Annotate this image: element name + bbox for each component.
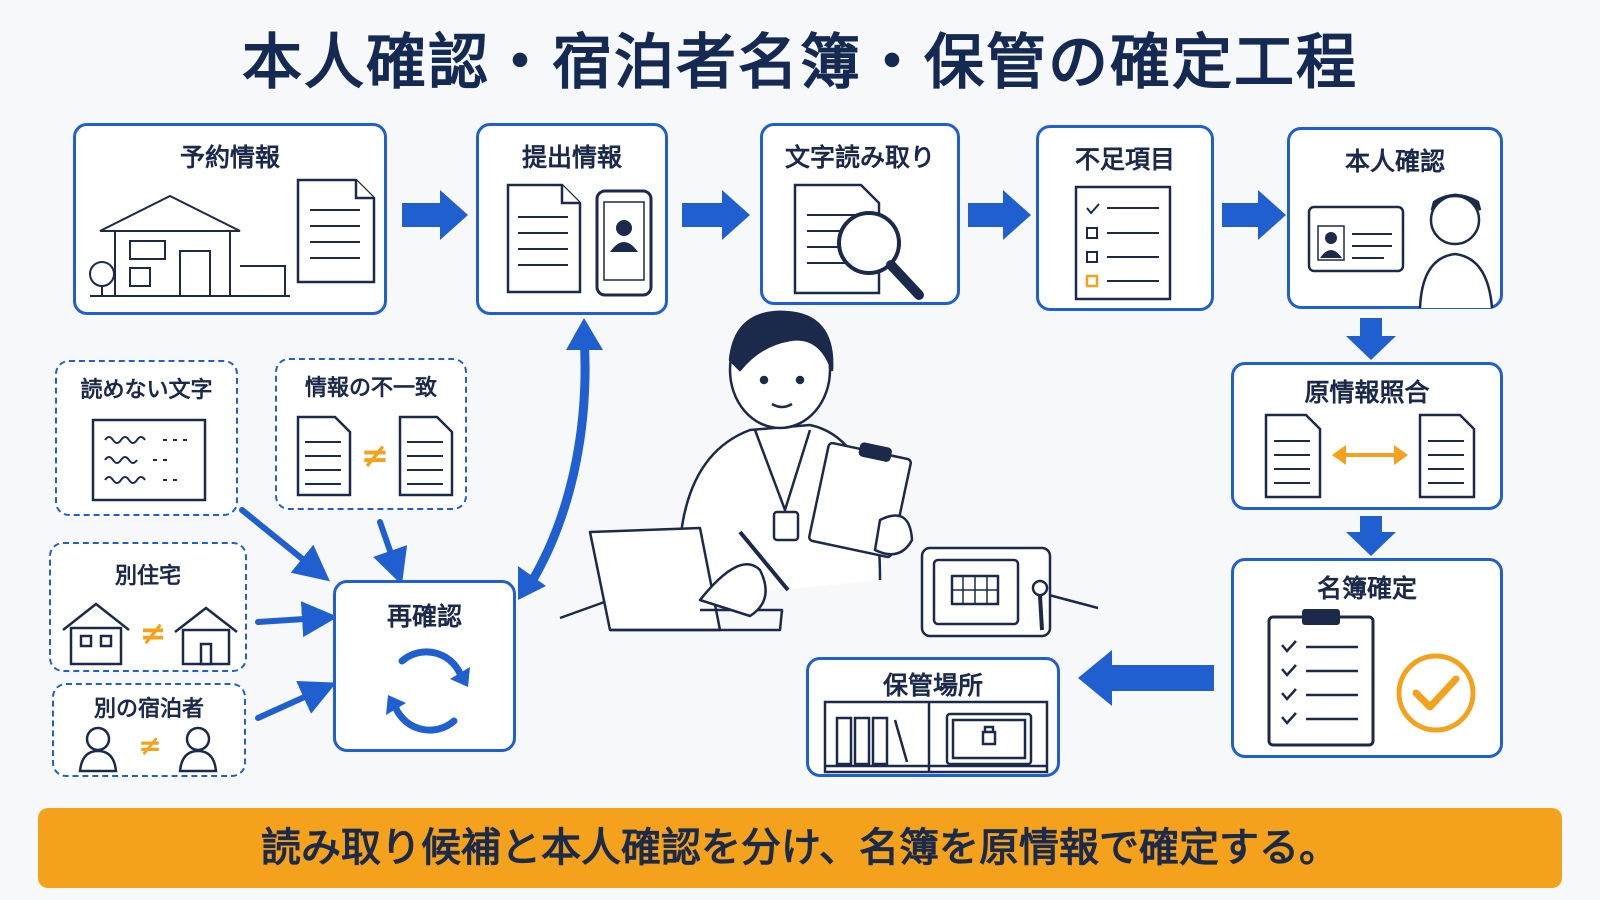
step-register: 名簿確定 [1231, 558, 1503, 758]
not-equal-symbol: ≠ [360, 436, 390, 476]
arrow-recheck-to-submitted [523, 330, 590, 593]
step-submitted: 提出情報 [476, 123, 668, 315]
document-icon [398, 415, 454, 497]
smartphone-icon [595, 189, 653, 297]
person-outline-icon [78, 726, 118, 773]
house-icon [89, 194, 290, 297]
document-magnifier-icon [793, 183, 924, 300]
step-storage: 保管場所 [806, 657, 1060, 777]
issue-mismatch-label: 情報の不一致 [304, 376, 437, 401]
step-missing-items: 不足項目 [1036, 125, 1214, 311]
document-icon [296, 415, 352, 497]
step-source-match: 原情報照合 [1231, 362, 1503, 510]
step-ocr: 文字読み取り [760, 123, 960, 305]
document-icon [296, 178, 376, 284]
refresh-cycle-icon [386, 648, 470, 734]
issue-mismatch: 情報の不一致 ≠ [275, 358, 467, 510]
issue-other-address-label: 別住宅 [114, 564, 181, 589]
step-register-label: 名簿確定 [1316, 574, 1417, 603]
step-identity: 本人確認 [1287, 127, 1503, 309]
arrow-address-to-recheck [255, 601, 338, 638]
check-circle-icon [1396, 653, 1476, 733]
step-source-match-label: 原情報照合 [1304, 378, 1430, 407]
step-ocr-label: 文字読み取り [784, 143, 935, 172]
arrow-register-to-storage [1078, 650, 1214, 706]
step-missing-label: 不足項目 [1074, 145, 1175, 174]
arrow-identity-to-source [1346, 318, 1396, 360]
issue-other-guest: 別の宿泊者 ≠ [52, 683, 246, 777]
arrow-source-to-register [1346, 516, 1396, 556]
not-equal-symbol: ≠ [139, 614, 167, 652]
step-storage-label: 保管場所 [882, 671, 983, 700]
id-card-icon [1307, 205, 1405, 273]
arrow-unreadable-to-recheck [239, 507, 330, 582]
issue-unreadable: 読めない文字 [55, 360, 238, 516]
person-outline-icon [178, 726, 218, 773]
summary-banner: 読み取り候補と本人確認を分け、名簿を原情報で確定する。 [38, 808, 1562, 888]
step-reservation: 予約情報 [73, 123, 387, 315]
scribbled-paper-icon [91, 418, 207, 502]
checklist-icon [1074, 185, 1172, 301]
compare-documents-icon [1264, 413, 1476, 499]
arrow-ocr-to-missing [968, 190, 1031, 240]
issue-unreadable-label: 読めない文字 [80, 378, 213, 403]
house-icon [62, 602, 130, 666]
person-icon [1418, 193, 1494, 309]
step-recheck: 再確認 [333, 580, 516, 752]
not-equal-symbol: ≠ [138, 729, 162, 762]
clipboard-checklist-icon [1267, 609, 1375, 747]
staff-at-desk-illustration [559, 310, 1099, 638]
step-recheck-label: 再確認 [386, 602, 462, 631]
shelf-safe-icon [823, 700, 1049, 774]
step-reservation-label: 予約情報 [179, 143, 280, 172]
arrow-guest-to-recheck [255, 681, 337, 721]
arrow-reservation-to-submitted [402, 190, 468, 240]
page-title: 本人確認・宿泊者名簿・保管の確定工程 [242, 28, 1358, 98]
house-icon [174, 606, 238, 666]
step-identity-label: 本人確認 [1344, 147, 1445, 176]
arrow-missing-to-identity [1222, 190, 1286, 240]
arrow-submitted-to-ocr [682, 190, 750, 240]
step-submitted-label: 提出情報 [521, 143, 622, 172]
issue-other-guest-label: 別の宿泊者 [93, 697, 204, 722]
arrow-mismatch-to-recheck [373, 519, 408, 586]
issue-other-address: 別住宅 ≠ [49, 542, 247, 672]
document-icon [506, 183, 582, 294]
